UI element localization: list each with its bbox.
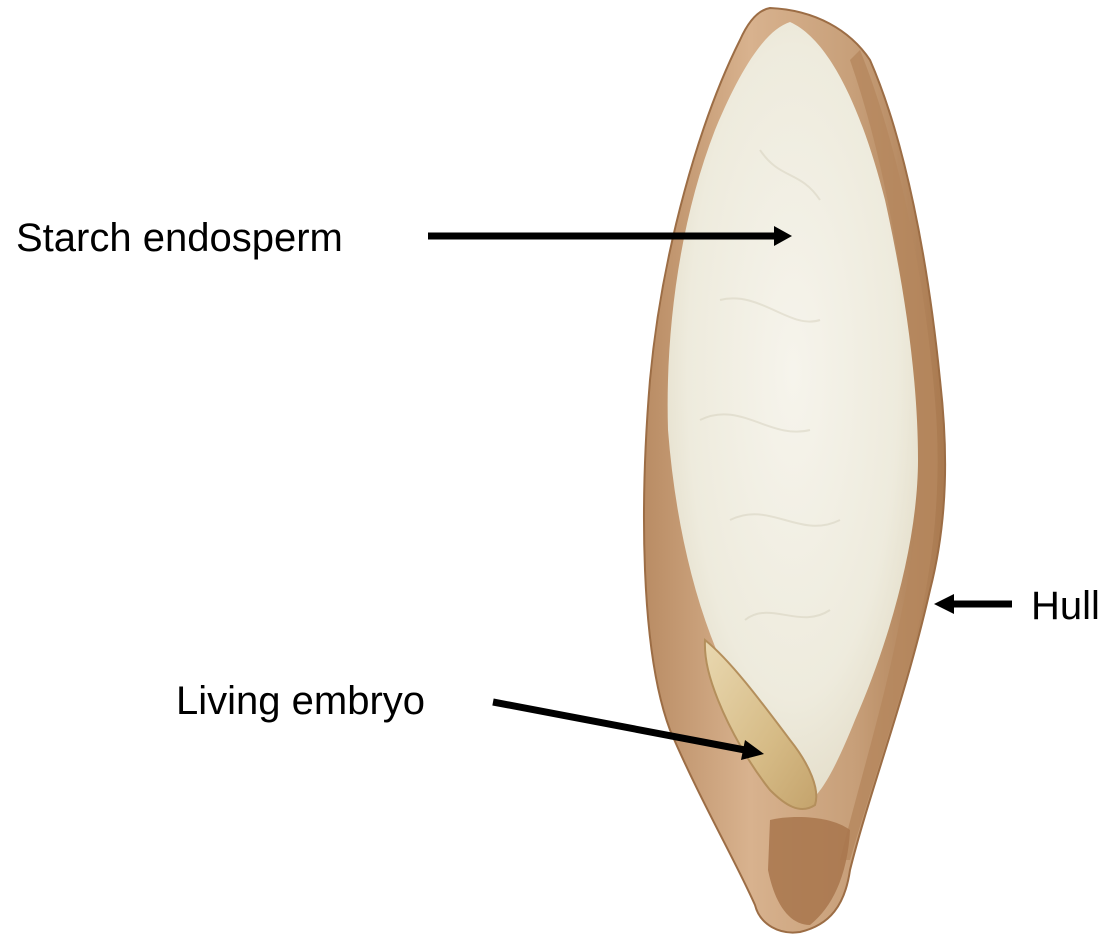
label-hull: Hull: [1031, 583, 1100, 629]
arrow-hull: [934, 594, 1012, 614]
label-starch-endosperm: Starch endosperm: [16, 215, 343, 261]
label-living-embryo: Living embryo: [176, 678, 425, 724]
